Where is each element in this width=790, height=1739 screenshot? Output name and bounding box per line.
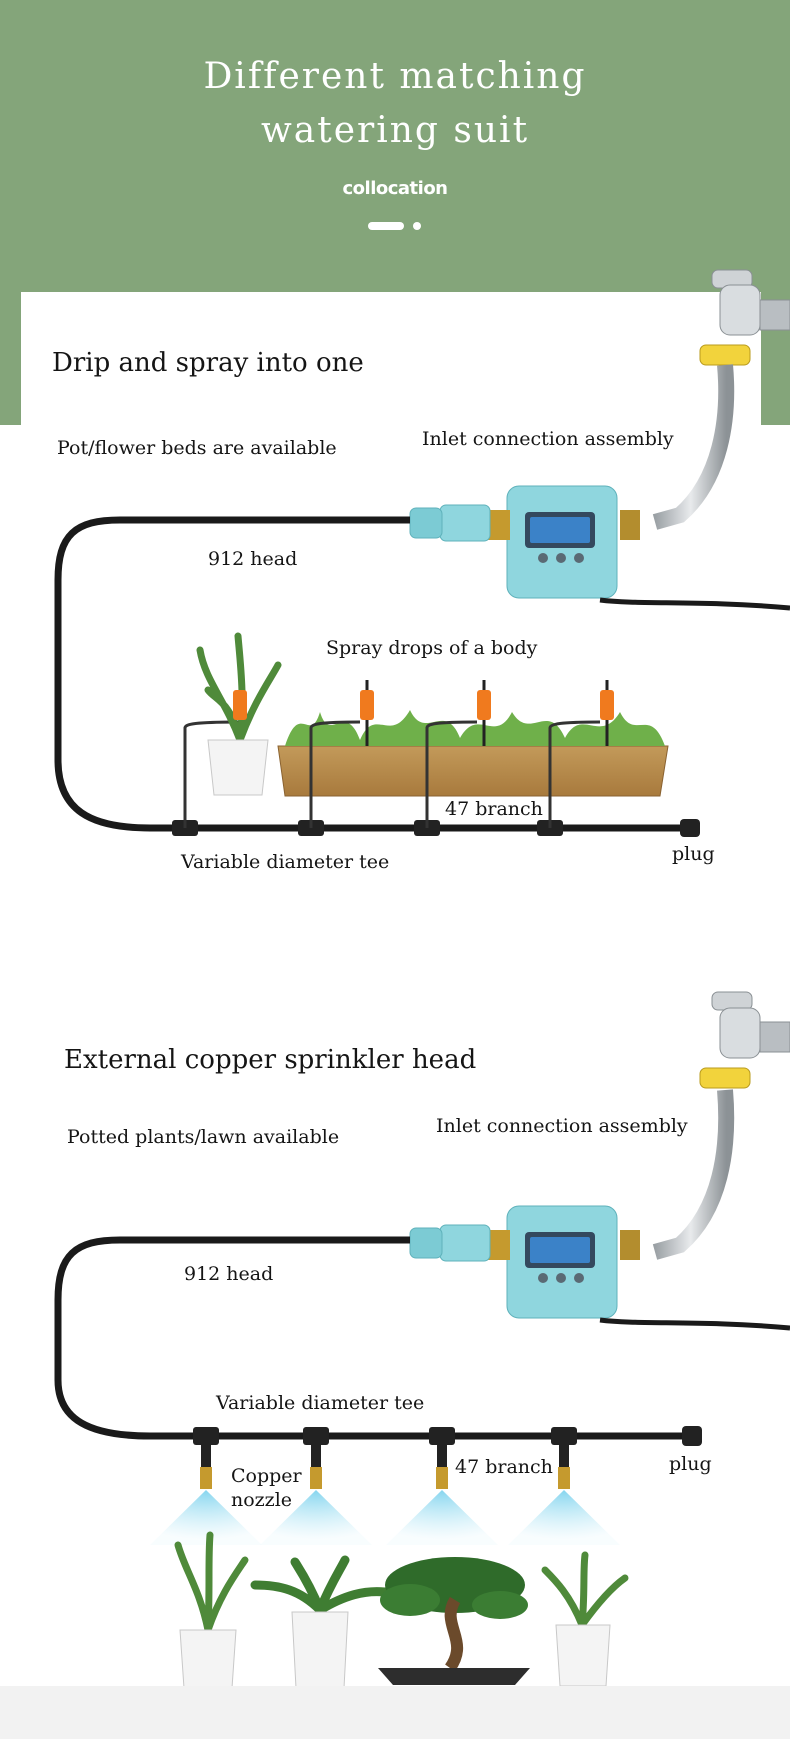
section2-head-label: 912 head (184, 1263, 274, 1285)
plant-icon (250, 1555, 390, 1689)
plant-icon (174, 1531, 249, 1689)
section1-tee-label: Variable diameter tee (181, 851, 390, 873)
hose-line (54, 516, 690, 832)
section2-inlet-label: Inlet connection assembly (436, 1115, 688, 1137)
timer-icon (409, 1205, 790, 1331)
section2-usage-label: Potted plants/lawn available (67, 1126, 340, 1148)
section2-nozzle-label-line2: nozzle (231, 1489, 293, 1511)
section1-heading: Drip and spray into one (52, 348, 364, 378)
section1-plug-label: plug (672, 843, 715, 865)
page-title-line1: Different matching (203, 56, 587, 97)
carousel-dot (413, 222, 421, 230)
carousel-dot-active (368, 222, 404, 230)
hose-line (54, 1236, 690, 1440)
faucet-icon (652, 991, 790, 1260)
section2-branch-label: 47 branch (455, 1456, 553, 1478)
plant-icon (196, 632, 282, 796)
bonsai-icon (378, 1557, 530, 1685)
sprinkler-icon (150, 1445, 620, 1545)
tee-fittings (193, 1426, 702, 1446)
drip-spray-card (21, 292, 761, 898)
page-title-line2: watering suit (260, 110, 530, 151)
section1-head-label: 912 head (208, 548, 298, 570)
section1-spray-label: Spray drops of a body (326, 637, 538, 659)
planter-icon (277, 710, 669, 797)
section1-branch-label: 47 branch (445, 798, 543, 820)
timer-icon (409, 485, 790, 611)
section1-usage-label: Pot/flower beds are available (57, 437, 337, 459)
plant-icon (541, 1551, 629, 1687)
section2-tee-label: Variable diameter tee (216, 1392, 425, 1414)
floor-strip (0, 1686, 790, 1739)
sprinkler-icon (183, 680, 614, 828)
faucet-icon (652, 269, 790, 530)
section2-plug-label: plug (669, 1453, 712, 1475)
page-subtitle: collocation (342, 178, 448, 199)
section1-inlet-label: Inlet connection assembly (422, 428, 674, 450)
section2-heading: External copper sprinkler head (64, 1045, 477, 1075)
section2-nozzle-label-line1: Copper (231, 1465, 302, 1487)
